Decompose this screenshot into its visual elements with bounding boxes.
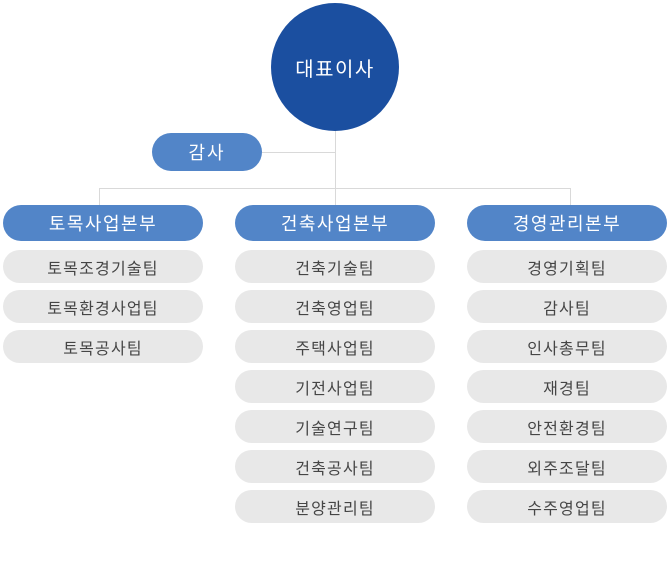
connector-drop-division-3 xyxy=(570,188,571,206)
connector-division-bus xyxy=(99,188,570,189)
connector-ceo-trunk xyxy=(335,129,336,205)
connector-drop-division-1 xyxy=(99,188,100,206)
team-pill[interactable]: 안전환경팀 xyxy=(467,410,667,443)
audit-node[interactable]: 감사 xyxy=(152,133,262,171)
team-pill[interactable]: 재경팀 xyxy=(467,370,667,403)
team-pill[interactable]: 건축영업팀 xyxy=(235,290,435,323)
division-column-management: 경영관리본부 경영기획팀 감사팀 인사총무팀 재경팀 안전환경팀 외주조달팀 수… xyxy=(467,205,667,530)
team-pill[interactable]: 토목공사팀 xyxy=(3,330,203,363)
connector-audit-branch xyxy=(262,152,336,153)
division-header-management[interactable]: 경영관리본부 xyxy=(467,205,667,241)
team-pill[interactable]: 건축기술팀 xyxy=(235,250,435,283)
team-pill[interactable]: 감사팀 xyxy=(467,290,667,323)
team-pill[interactable]: 기전사업팀 xyxy=(235,370,435,403)
team-pill[interactable]: 기술연구팀 xyxy=(235,410,435,443)
team-pill[interactable]: 토목조경기술팀 xyxy=(3,250,203,283)
team-pill[interactable]: 수주영업팀 xyxy=(467,490,667,523)
team-pill[interactable]: 주택사업팀 xyxy=(235,330,435,363)
team-pill[interactable]: 경영기획팀 xyxy=(467,250,667,283)
connector-drop-division-2 xyxy=(335,188,336,206)
team-pill[interactable]: 인사총무팀 xyxy=(467,330,667,363)
team-pill[interactable]: 분양관리팀 xyxy=(235,490,435,523)
division-column-civil: 토목사업본부 토목조경기술팀 토목환경사업팀 토목공사팀 xyxy=(3,205,203,370)
team-pill[interactable]: 외주조달팀 xyxy=(467,450,667,483)
team-pill[interactable]: 건축공사팀 xyxy=(235,450,435,483)
team-pill[interactable]: 토목환경사업팀 xyxy=(3,290,203,323)
ceo-node[interactable]: 대표이사 xyxy=(271,3,399,131)
division-header-architecture[interactable]: 건축사업본부 xyxy=(235,205,435,241)
division-column-architecture: 건축사업본부 건축기술팀 건축영업팀 주택사업팀 기전사업팀 기술연구팀 건축공… xyxy=(235,205,435,530)
division-header-civil[interactable]: 토목사업본부 xyxy=(3,205,203,241)
